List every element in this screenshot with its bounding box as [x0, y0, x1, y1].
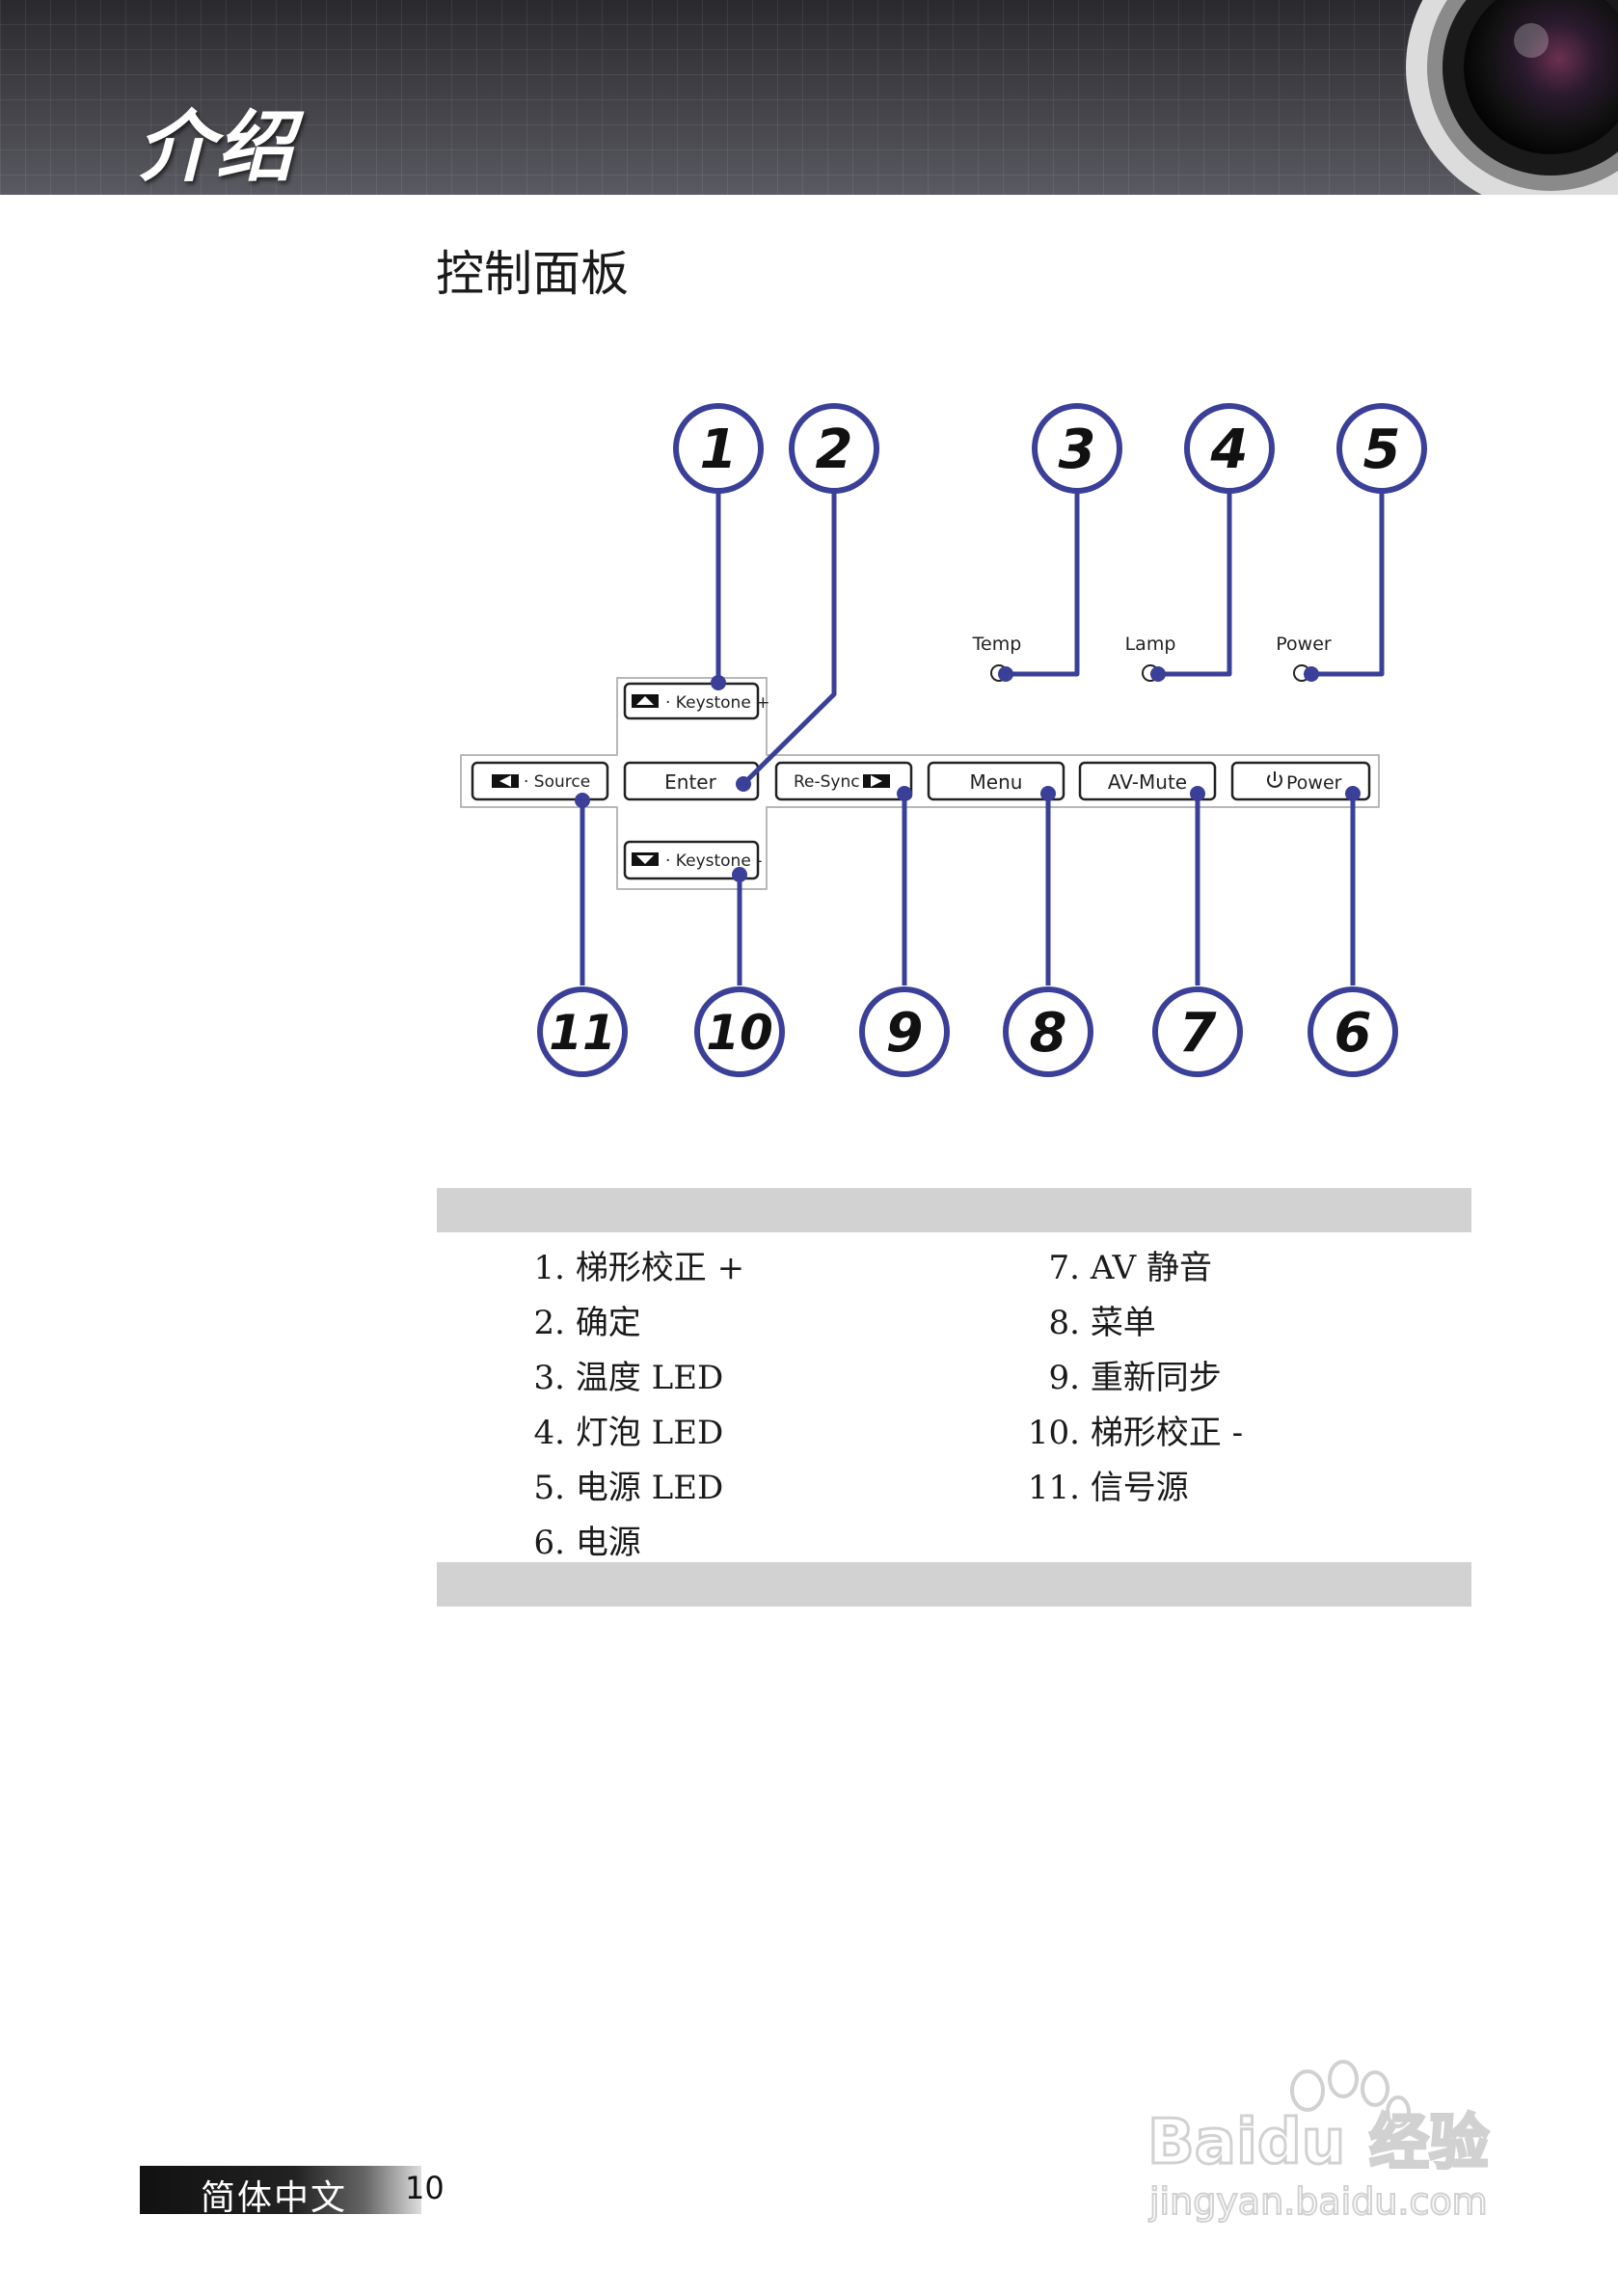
callout-4: 4	[1187, 406, 1272, 491]
callout-3: 3	[1035, 406, 1119, 491]
svg-text:· Source: · Source	[524, 772, 590, 792]
svg-text:· Keystone -: · Keystone -	[665, 851, 762, 871]
keystone-plus-button[interactable]: · Keystone +	[625, 684, 769, 718]
led-label-lamp: Lamp	[1125, 634, 1176, 655]
svg-text:Re-Sync ·: Re-Sync ·	[794, 772, 870, 792]
watermark-url: jingyan.baidu.com	[1148, 2180, 1488, 2223]
watermark-brand: Baidu	[1147, 2107, 1345, 2178]
svg-text:8: 8	[1030, 1002, 1067, 1065]
legend-item-7: 7. AV 静音	[1020, 1241, 1212, 1288]
callout-11: 11	[540, 989, 625, 1074]
page-number: 10	[405, 2170, 445, 2206]
svg-text:· Keystone +: · Keystone +	[665, 693, 769, 713]
led-label-power: Power	[1276, 634, 1332, 655]
control-panel-diagram: · Keystone + · Source Enter Re-Sync · Me…	[0, 0, 1618, 1138]
svg-text:Enter: Enter	[664, 770, 716, 794]
callout-7: 7	[1155, 989, 1240, 1074]
resync-button[interactable]: Re-Sync ·	[776, 763, 911, 799]
svg-text:11: 11	[549, 1005, 616, 1061]
callout-2: 2	[792, 406, 876, 491]
baidu-jingyan-watermark: Baidu 经验 jingyan.baidu.com	[1146, 2052, 1531, 2226]
svg-text:1: 1	[700, 419, 738, 481]
led-label-temp: Temp	[972, 634, 1022, 655]
callout-6: 6	[1310, 989, 1395, 1074]
svg-text:4: 4	[1210, 419, 1249, 481]
svg-text:7: 7	[1179, 1002, 1217, 1065]
svg-text:9: 9	[886, 1002, 924, 1065]
source-button[interactable]: · Source	[472, 763, 607, 799]
svg-text:3: 3	[1059, 419, 1096, 481]
callout-5: 5	[1339, 406, 1424, 491]
legend-item-9: 9. 重新同步	[1020, 1351, 1222, 1398]
legend-item-11: 11. 信号源	[1020, 1461, 1189, 1508]
callout-leader-lines	[582, 492, 1382, 986]
legend-item-3: 3. 温度 LED	[521, 1351, 723, 1398]
legend-item-4: 4. 灯泡 LED	[521, 1406, 723, 1453]
legend-top-bar	[437, 1188, 1471, 1232]
callout-9: 9	[862, 989, 947, 1074]
svg-text:10: 10	[706, 1005, 773, 1061]
svg-text:5: 5	[1363, 419, 1401, 481]
callout-1: 1	[676, 406, 761, 491]
callout-8: 8	[1006, 989, 1091, 1074]
footer-language-label: 简体中文	[201, 2170, 347, 2220]
legend-bottom-bar	[437, 1562, 1471, 1607]
leader-2	[743, 492, 834, 784]
callout-10: 10	[697, 989, 782, 1074]
watermark-brand-cn: 经验	[1369, 2107, 1489, 2177]
legend-item-10: 10. 梯形校正 -	[1020, 1406, 1243, 1453]
svg-text:6: 6	[1335, 1002, 1372, 1065]
legend-item-5: 5. 电源 LED	[521, 1461, 723, 1508]
legend-item-1: 1. 梯形校正 +	[521, 1241, 744, 1288]
legend-item-6: 6. 电源	[521, 1516, 641, 1563]
svg-text:Menu: Menu	[970, 770, 1023, 794]
legend-item-8: 8. 菜单	[1020, 1296, 1156, 1343]
legend-item-2: 2. 确定	[521, 1296, 641, 1343]
svg-text:Power: Power	[1286, 772, 1342, 794]
svg-text:AV-Mute: AV-Mute	[1108, 770, 1187, 794]
svg-text:2: 2	[816, 419, 853, 481]
